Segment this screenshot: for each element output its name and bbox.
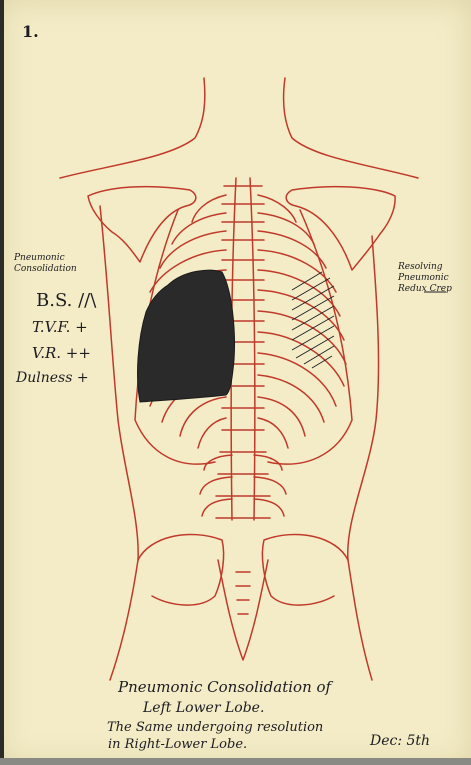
finding-vr: V.R. ++ bbox=[32, 344, 91, 362]
hip-outline-left bbox=[110, 560, 138, 680]
ribcage-right bbox=[268, 210, 352, 464]
pelvis-right bbox=[262, 534, 348, 605]
caption-line1: Pneumonic Consolidation of bbox=[118, 678, 331, 696]
consolidation-shading bbox=[138, 270, 235, 402]
neck-shoulder-left bbox=[60, 78, 205, 178]
caption-line2: Left Lower Lobe. bbox=[143, 700, 264, 716]
spine-right-edge bbox=[250, 178, 255, 520]
finding-tvf: T.V.F. + bbox=[32, 318, 88, 336]
right-annotation-line1: Resolving bbox=[398, 262, 452, 273]
scapula-right bbox=[286, 187, 395, 270]
left-annotation-line2: Consolidation bbox=[14, 264, 77, 275]
plate-number: 1. bbox=[22, 22, 39, 41]
right-annotation-line3: Redux Crep bbox=[398, 284, 452, 295]
right-annotation-line2: Pneumonic bbox=[398, 273, 452, 284]
finding-breath-sounds: B.S. //\ bbox=[36, 290, 96, 311]
caption-line3: The Same undergoing resolution bbox=[107, 720, 323, 735]
caption-line4: in Right-Lower Lobe. bbox=[108, 737, 247, 752]
right-annotation: Resolving Pneumonic Redux Crep bbox=[398, 262, 452, 295]
left-annotation-title: Pneumonic Consolidation bbox=[14, 253, 77, 275]
caption-date: Dec: 5th bbox=[370, 733, 430, 749]
torso-outline-right bbox=[348, 236, 379, 560]
torso-outline-left bbox=[100, 206, 138, 560]
neck-shoulder-right bbox=[283, 78, 418, 178]
pelvis-left bbox=[138, 534, 224, 605]
finding-dulness: Dulness + bbox=[16, 370, 89, 386]
left-annotation-line1: Pneumonic bbox=[14, 253, 77, 264]
hip-outline-right bbox=[348, 560, 372, 680]
sacrum bbox=[218, 560, 268, 660]
